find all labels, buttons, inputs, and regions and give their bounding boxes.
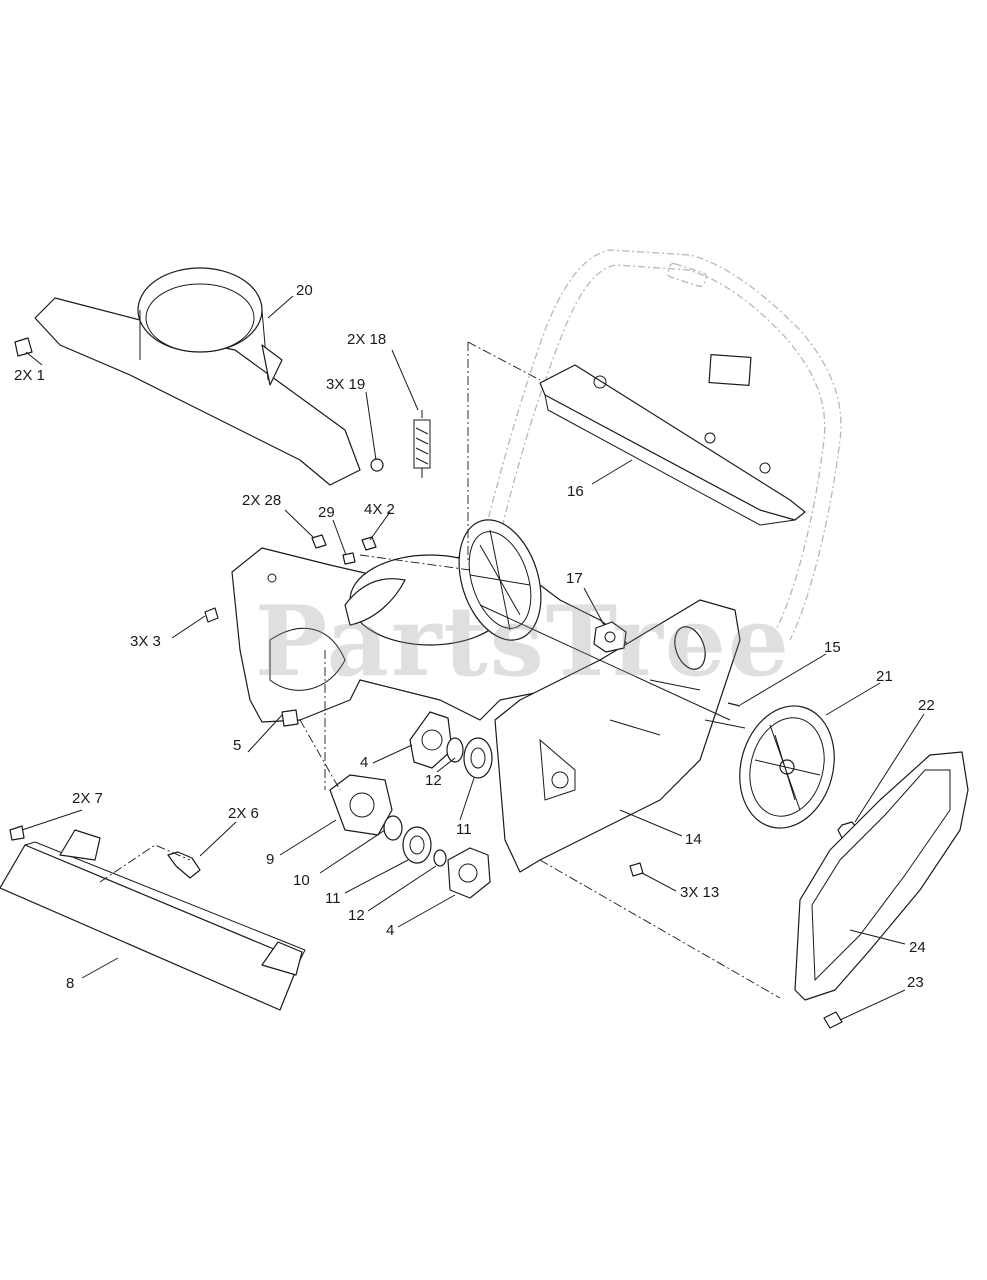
part-24-belt-cover [794,751,969,1001]
part-23-screw [823,1011,843,1029]
callout-part-17: 17 [566,570,583,587]
callout-part-13: 3X 13 [680,884,720,901]
callout-part-29: 29 [318,504,335,521]
callout-part-6: 2X 6 [228,805,259,822]
callout-part-15: 15 [824,639,841,656]
callout-part-18: 2X 18 [347,331,387,348]
callout-part-4-upper: 4 [360,754,369,771]
bearing-group-lower [329,774,491,899]
part-16-console [539,354,806,526]
callout-part-28: 2X 28 [242,492,282,509]
callout-part-19: 3X 19 [326,376,366,393]
callout-part-11-upper: 11 [456,821,472,838]
callout-part-24: 24 [909,939,926,956]
part-18-spring [413,410,431,478]
leader-lines [21,295,925,1021]
callout-part-23: 23 [907,974,924,991]
part-21-wheel [704,705,835,829]
callout-part-9: 9 [266,851,275,868]
part-8-scraper-bar [0,829,306,1011]
callout-part-22: 22 [918,697,935,714]
callout-part-12-upper: 12 [425,772,442,789]
callout-part-12-lower: 12 [348,907,365,924]
callout-part-10: 10 [293,872,310,889]
callout-part-1: 2X 1 [14,367,45,384]
callout-part-21: 21 [876,668,893,685]
impeller [458,519,542,641]
alignment-lines [99,341,781,999]
callout-part-14: 14 [685,831,702,848]
callout-part-11-lower: 11 [325,890,341,907]
part-17-bracket [593,621,627,653]
callout-part-20: 20 [296,282,313,299]
fasteners [9,458,741,879]
handle-phantom [469,249,842,641]
watermark: PartsTree [255,585,791,698]
callout-part-8: 8 [66,975,75,992]
callout-part-4-lower: 4 [386,922,395,939]
bearing-group-upper [409,711,493,779]
part-20-chute-housing [14,267,361,486]
callout-part-5: 5 [233,737,242,754]
callout-part-7: 2X 7 [72,790,103,807]
callout-part-16: 16 [567,483,584,500]
callout-part-2: 4X 2 [364,501,395,518]
axle [479,604,731,721]
callout-part-3: 3X 3 [130,633,161,650]
